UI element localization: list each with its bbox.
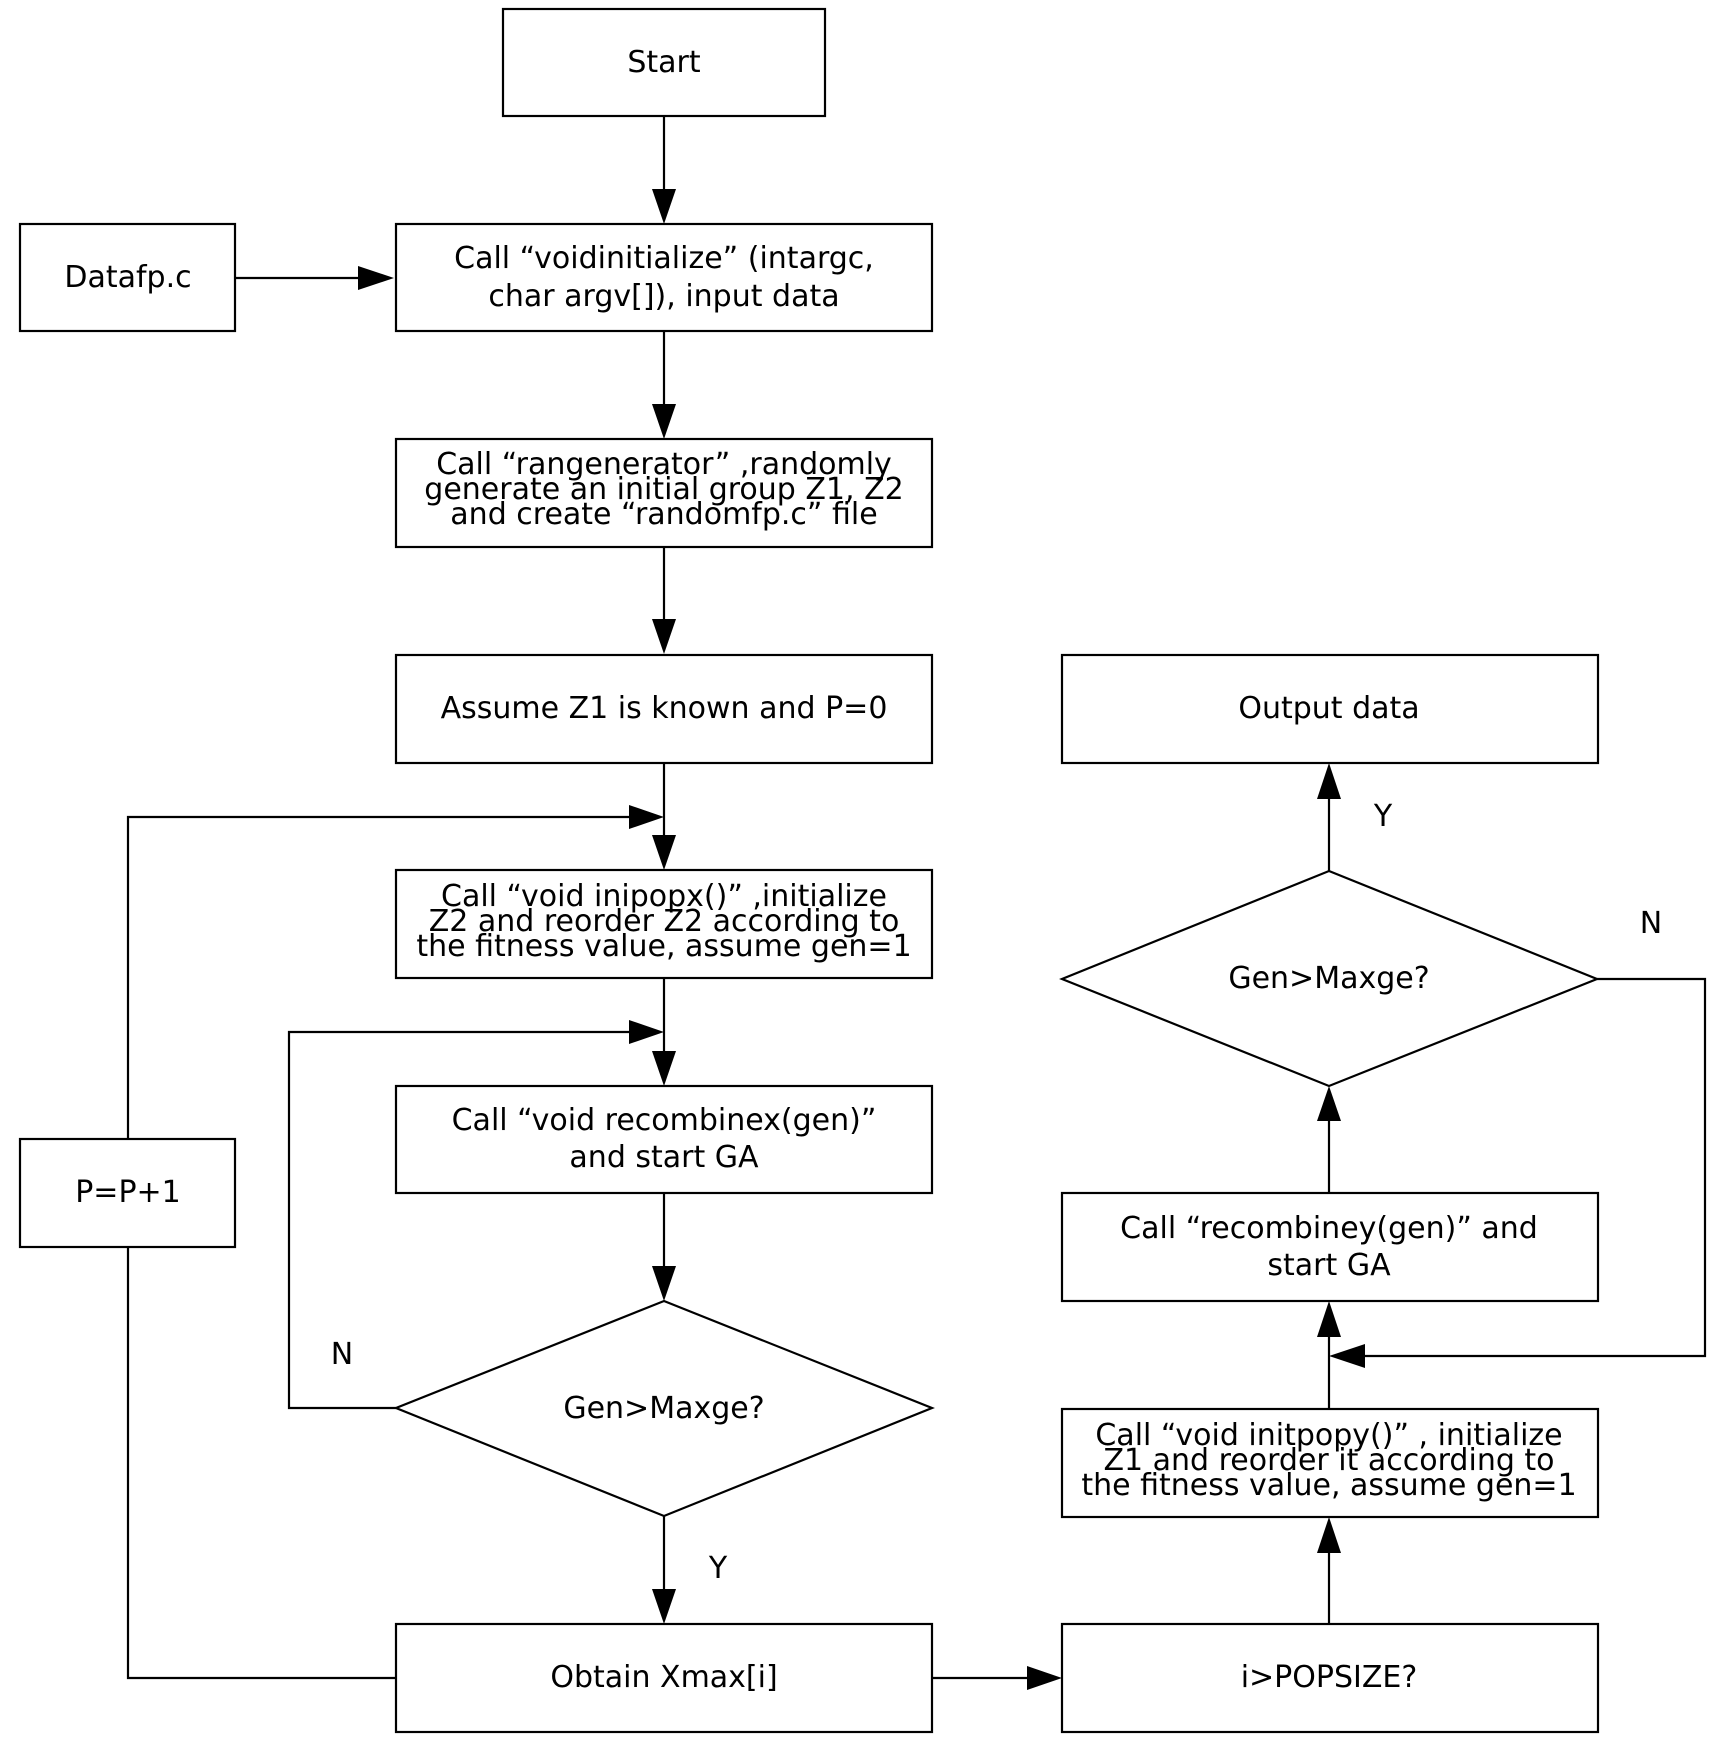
recombinex-box <box>394 1084 934 1195</box>
edge-label-no-left: N <box>331 1337 353 1372</box>
arrowhead-down <box>652 1266 676 1301</box>
gen-maxge-decision-left <box>393 1299 935 1518</box>
recombiney-label: start GA <box>1267 1248 1391 1283</box>
edge-obtain-increment <box>126 1247 396 1680</box>
arrowhead-down <box>652 189 676 224</box>
initialize-box <box>394 222 934 333</box>
obtain-label: Obtain Xmax[i] <box>550 1660 777 1695</box>
arrowhead-right <box>629 1020 664 1044</box>
assume-label: Assume Z1 is known and P=0 <box>441 691 888 726</box>
output-label: Output data <box>1238 691 1419 726</box>
initialize-label: Call “voidinitialize” (intargc, <box>454 241 874 276</box>
inipopx-box <box>394 868 934 980</box>
initpopy-box <box>1060 1407 1600 1519</box>
output-box <box>1060 653 1600 765</box>
arrowhead-down <box>652 1589 676 1624</box>
recombinex-label: and start GA <box>569 1140 759 1175</box>
connectors <box>126 116 1707 1680</box>
start-box <box>501 7 827 118</box>
increment-label: P=P+1 <box>75 1175 181 1210</box>
arrowhead-right <box>358 266 394 290</box>
inipopx-label: the fitness value, assume gen=1 <box>416 929 911 964</box>
edge-label-yes-left: Y <box>708 1551 728 1586</box>
inipopx-label: Call “void inipopx()” ,initialize <box>441 879 887 914</box>
initpopy-label: Call “void initpopy()” , initialize <box>1095 1418 1562 1453</box>
edge-increment-loop <box>126 815 632 1139</box>
recombiney-label: Call “recombiney(gen)” and <box>1120 1211 1538 1246</box>
initpopy-label: Z1 and reorder it according to <box>1103 1443 1554 1478</box>
arrowheads <box>358 189 1365 1690</box>
arrowhead-up <box>1317 763 1341 799</box>
arrowhead-down <box>652 619 676 654</box>
inipopx-label: Z2 and reorder Z2 according to <box>429 904 900 939</box>
edge-labels: N Y N Y <box>331 799 1662 1586</box>
arrowhead-down <box>652 835 676 870</box>
datafp-label: Datafp.c <box>64 260 191 295</box>
initpopy-label: the fitness value, assume gen=1 <box>1081 1468 1576 1503</box>
edge-label-yes-right: Y <box>1373 799 1393 834</box>
gen-maxge-right-label: Gen>Maxge? <box>1228 961 1429 996</box>
start-label: Start <box>627 45 701 80</box>
recombiney-box <box>1060 1191 1600 1303</box>
datafp-box <box>18 222 237 333</box>
edge-decision-right-loop-no <box>1362 977 1707 1358</box>
initialize-label: char argv[]), input data <box>488 279 839 314</box>
arrowhead-left <box>1329 1344 1365 1368</box>
rangenerator-label: and create “randomfp.c” file <box>450 497 877 532</box>
edge-label-no-right: N <box>1640 906 1662 941</box>
rangenerator-box <box>394 437 934 549</box>
increment-box <box>18 1137 237 1249</box>
labels: Start Datafp.c Call “voidinitialize” (in… <box>64 45 1576 1695</box>
gen-maxge-left-label: Gen>Maxge? <box>563 1391 764 1426</box>
assume-box <box>394 653 934 765</box>
arrowhead-up <box>1317 1086 1341 1121</box>
arrowhead-up <box>1317 1301 1341 1337</box>
gen-maxge-decision-right <box>1059 869 1600 1088</box>
obtain-box <box>394 1622 934 1734</box>
arrowhead-down <box>652 1051 676 1086</box>
rangenerator-label: Call “rangenerator” ,randomly <box>436 447 892 482</box>
popsize-label: i>POPSIZE? <box>1241 1660 1418 1695</box>
arrowhead-up <box>1317 1517 1341 1553</box>
arrowhead-right <box>629 805 664 829</box>
rangenerator-label: generate an initial group Z1, Z2 <box>424 472 903 507</box>
edge-decision-loop-no <box>287 1030 632 1410</box>
arrowhead-right <box>1027 1666 1062 1690</box>
arrowhead-down <box>652 404 676 439</box>
popsize-box <box>1060 1622 1600 1734</box>
recombinex-label: Call “void recombinex(gen)” <box>452 1103 877 1138</box>
shapes <box>18 7 1600 1734</box>
